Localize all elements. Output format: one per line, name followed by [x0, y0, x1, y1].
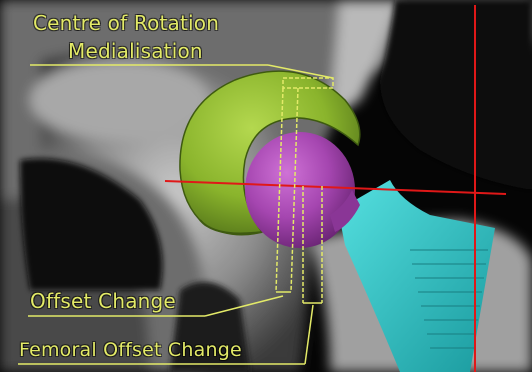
medialisation-label: Medialisation	[68, 39, 203, 63]
centre-of-rotation-label: Centre of Rotation	[33, 11, 219, 35]
femoral-offset-change-label: Femoral Offset Change	[19, 339, 242, 361]
offset-change-label: Offset Change	[30, 289, 176, 313]
